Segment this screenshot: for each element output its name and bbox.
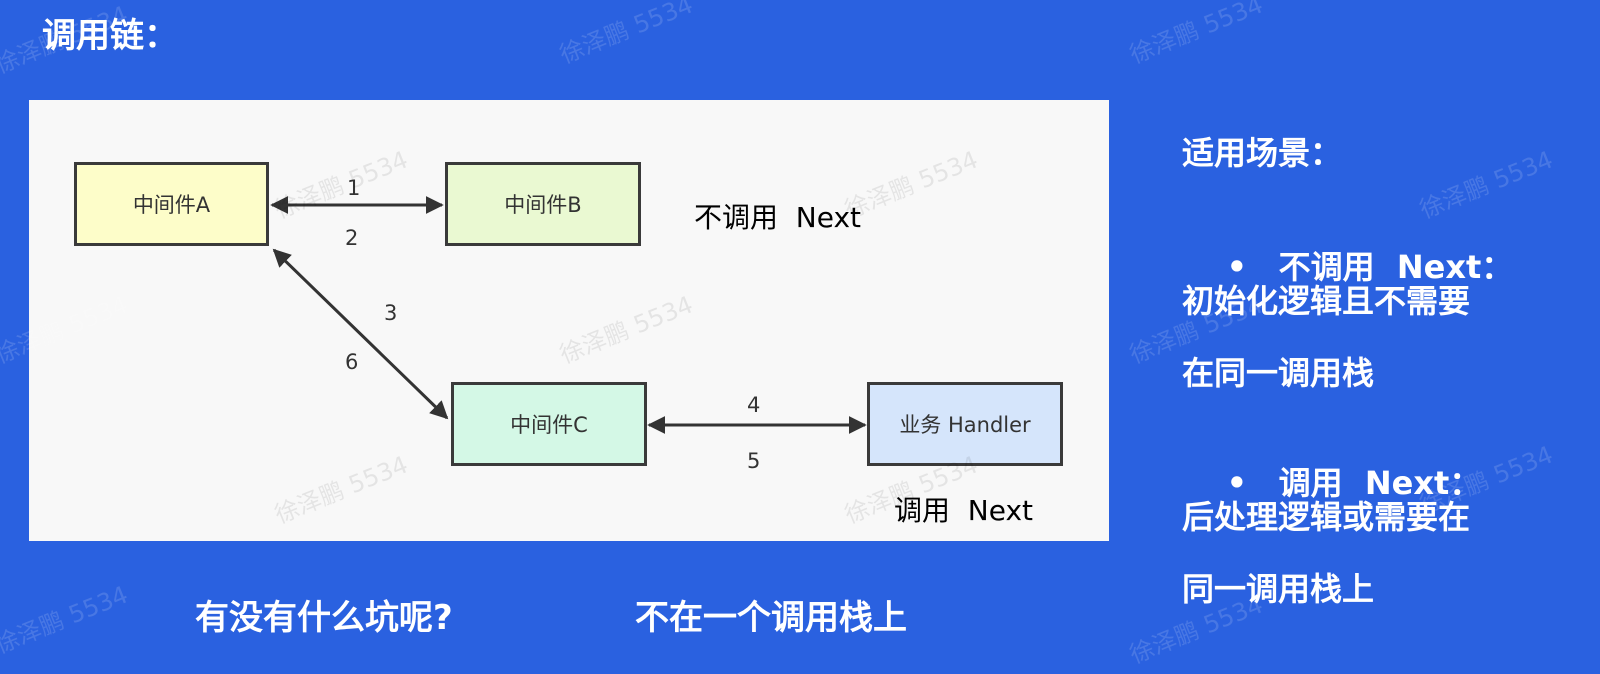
- call-chain-diagram: 中间件A 中间件B 中间件C 业务 Handler 1 2 3 6 4 5 不调…: [29, 100, 1109, 541]
- usage-item-no-next-desc-2: 在同一调用栈: [1182, 354, 1375, 392]
- edge-label-6: 6: [345, 350, 359, 374]
- note-no-next: 不调用 Next: [694, 201, 862, 234]
- usage-item-no-next-label: 不调用 Next：: [1278, 248, 1514, 286]
- pitfall-question: 有没有什么坑呢?: [195, 598, 453, 638]
- node-business-handler: 业务 Handler: [867, 382, 1063, 466]
- diagram-edges: [270, 196, 867, 434]
- edge-a-c: [272, 248, 449, 420]
- usage-item-no-next: • 不调用 Next：: [1182, 204, 1514, 326]
- node-middleware-b: 中间件B: [445, 162, 641, 246]
- usage-item-call-next-desc-2: 同一调用栈上: [1182, 570, 1375, 608]
- edge-label-1: 1: [347, 176, 361, 200]
- edge-label-4: 4: [747, 393, 761, 417]
- usage-item-call-next-label: 调用 Next：: [1278, 464, 1482, 502]
- usage-heading: 适用场景：: [1182, 134, 1343, 172]
- edge-label-2: 2: [345, 226, 359, 250]
- node-middleware-c: 中间件C: [451, 382, 647, 466]
- edge-label-3: 3: [384, 301, 398, 325]
- pitfall-answer: 不在一个调用栈上: [635, 598, 907, 638]
- watermark: 徐泽鹏 5534: [1125, 0, 1267, 70]
- bullet-icon: •: [1226, 248, 1248, 286]
- note-call-next: 调用 Next: [894, 494, 1034, 527]
- bullet-icon: •: [1226, 464, 1248, 502]
- watermark: 徐泽鹏 5534: [0, 580, 132, 660]
- page-title: 调用链：: [42, 16, 178, 56]
- node-middleware-a: 中间件A: [74, 162, 269, 246]
- edge-label-5: 5: [747, 449, 761, 473]
- usage-item-call-next: • 调用 Next：: [1182, 420, 1482, 542]
- watermark: 徐泽鹏 5534: [555, 0, 697, 70]
- usage-item-call-next-desc-1: 后处理逻辑或需要在: [1182, 498, 1471, 536]
- usage-item-no-next-desc-1: 初始化逻辑且不需要: [1182, 282, 1471, 320]
